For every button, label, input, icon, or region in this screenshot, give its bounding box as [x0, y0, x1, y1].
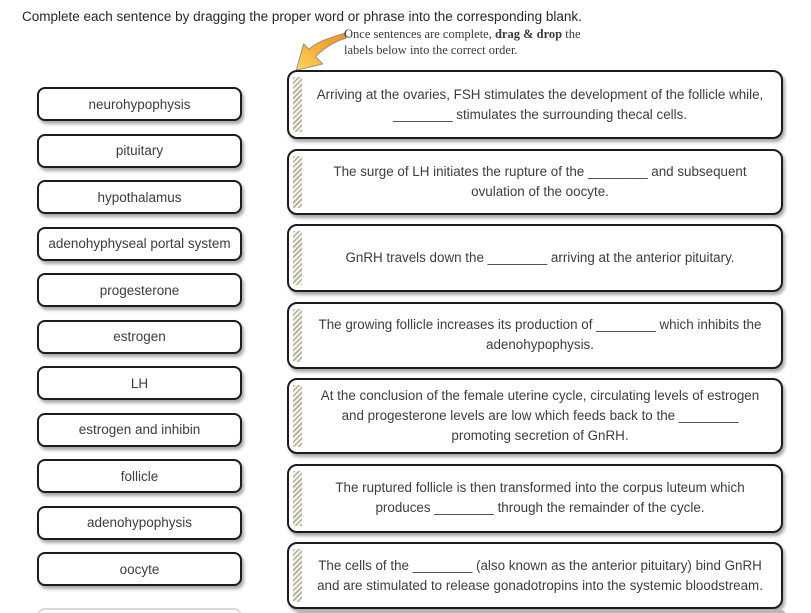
sentences-column: Arriving at the ovaries, FSH stimulates …	[287, 70, 783, 609]
draggable-label[interactable]: neurohypophysis	[37, 87, 242, 121]
label-text: adenohypophysis	[86, 515, 193, 530]
draggable-label[interactable]: oocyte	[37, 552, 242, 586]
instructions-title: Complete each sentence by dragging the p…	[22, 9, 582, 24]
drag-handle-icon[interactable]	[293, 385, 302, 447]
label-text: hypothalamus	[97, 189, 182, 205]
callout-line1: Once sentences are complete, drag & drop…	[344, 27, 581, 41]
drag-handle-icon[interactable]	[293, 155, 302, 208]
draggable-label[interactable]: LH	[37, 366, 242, 400]
drag-handle-icon[interactable]	[293, 470, 302, 526]
draggable-label[interactable]: adenohyphyseal portal system	[37, 226, 242, 261]
callout-line2: labels below into the correct order.	[344, 42, 518, 57]
draggable-label[interactable]: estrogen	[37, 319, 242, 354]
label-text: estrogen	[113, 329, 166, 344]
sentence-text: The growing follicle increases its produ…	[318, 317, 762, 352]
label-text: LH	[130, 375, 149, 391]
draggable-label[interactable]: estrogen and inhibin	[37, 412, 242, 447]
sentence-card[interactable]: The growing follicle increases its produ…	[287, 301, 783, 369]
label-text: follicle	[120, 468, 159, 484]
draggable-label[interactable]: adenohypophysis	[37, 505, 242, 540]
drag-handle-icon[interactable]	[293, 231, 302, 285]
drag-drop-arrow-icon	[290, 30, 352, 74]
sentence-card[interactable]: Arriving at the ovaries, FSH stimulates …	[287, 70, 783, 139]
sentence-card[interactable]: GnRH travels down the ________ arriving …	[287, 224, 783, 292]
draggable-label[interactable]: pituitary	[37, 133, 242, 168]
labels-column: neurohypophysis pituitary hypothalamus a…	[37, 87, 242, 586]
sentence-card[interactable]: At the conclusion of the female uterine …	[287, 378, 783, 454]
label-text: neurohypophysis	[88, 96, 191, 112]
sentence-text: The surge of LH initiates the rupture of…	[333, 163, 747, 199]
sentence-card[interactable]: The ruptured follicle is then transforme…	[287, 463, 783, 533]
sentence-card[interactable]: The surge of LH initiates the rupture of…	[287, 148, 783, 215]
label-text: oocyte	[119, 561, 160, 577]
partial-next-label	[37, 608, 242, 613]
sentence-text: The ruptured follicle is then transforme…	[335, 480, 745, 515]
draggable-label[interactable]: follicle	[37, 459, 242, 493]
drag-handle-icon[interactable]	[293, 308, 302, 362]
label-text: progesterone	[99, 282, 180, 298]
label-text: pituitary	[115, 143, 164, 158]
draggable-label[interactable]: hypothalamus	[37, 180, 242, 214]
label-text: adenohyphyseal portal system	[48, 236, 231, 251]
partial-next-sentence	[297, 610, 786, 613]
draggable-label[interactable]: progesterone	[37, 273, 242, 307]
sentence-text: GnRH travels down the ________ arriving …	[345, 250, 735, 265]
sentence-text: The cells of the ________ (also known as…	[317, 557, 763, 593]
sentence-text: At the conclusion of the female uterine …	[320, 388, 760, 443]
callout-note: Once sentences are complete, drag & drop…	[344, 27, 614, 58]
sentence-text: Arriving at the ovaries, FSH stimulates …	[316, 86, 764, 122]
drag-handle-icon[interactable]	[293, 77, 302, 132]
sentence-card[interactable]: The cells of the ________ (also known as…	[287, 542, 783, 609]
label-text: estrogen and inhibin	[78, 422, 201, 437]
drag-handle-icon[interactable]	[293, 549, 302, 602]
